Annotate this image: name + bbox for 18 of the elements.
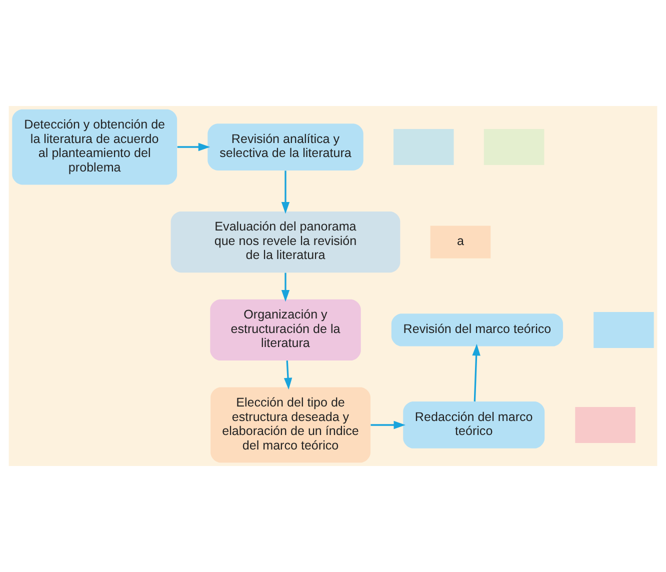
node-box: Revisión analítica y selectiva de la literatura — [208, 124, 364, 170]
node-box — [575, 406, 636, 443]
node-box: Elección del tipo de estructura deseada y elaboración de un índice del marco teórico — [210, 387, 370, 463]
arrow — [177, 142, 210, 152]
node-box — [394, 129, 454, 166]
node-box — [594, 312, 654, 348]
node-box: Organización y estructuración de la literatura — [210, 299, 361, 360]
node-box: Evaluación del panorama que nos revele la revisión de la literatura — [170, 212, 400, 273]
arrow — [472, 344, 480, 402]
arrow — [281, 170, 290, 214]
node-box: Redacción del marco teórico — [403, 402, 545, 448]
node-box: a — [430, 226, 491, 258]
arrow — [284, 360, 292, 390]
arrow — [370, 420, 406, 430]
node-box: Revisión del marco teórico — [391, 314, 564, 346]
node-box: Detección y obtención de la literatura de acuerdo al planteamiento del problema — [12, 109, 178, 185]
arrow — [281, 272, 290, 302]
node-box — [484, 129, 544, 166]
